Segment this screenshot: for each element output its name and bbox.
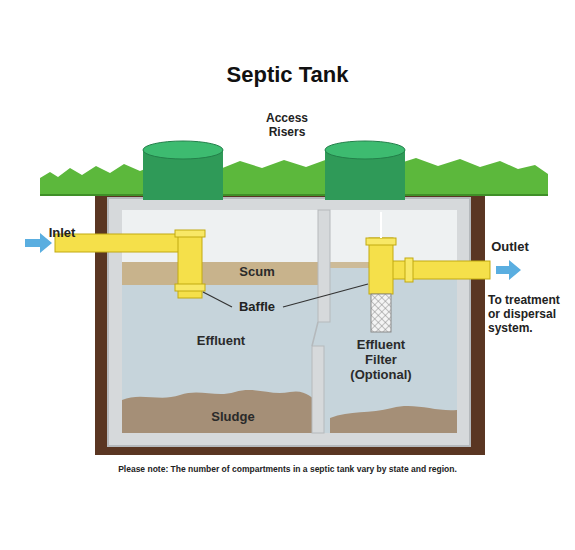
divider-wall: [318, 210, 330, 322]
tank-compartment: Effluent Filter (Optional): [330, 210, 457, 433]
compartment-label: Scum: [227, 265, 287, 280]
compartment-label: Sludge: [198, 410, 268, 425]
compartment-label: Effluent: [181, 334, 261, 349]
riser-lid: [143, 141, 223, 159]
inflow-arrow: [25, 233, 52, 253]
pipe-collar: [366, 238, 396, 245]
soil: [95, 185, 485, 455]
outlet-pipe: [380, 261, 490, 279]
grass: [40, 158, 548, 195]
leader-line: [283, 284, 368, 307]
outlet-baffle: [369, 238, 393, 294]
part-label: Baffle: [239, 300, 275, 315]
leader-line: [203, 292, 232, 307]
riser-lid: [325, 141, 405, 159]
sludge-layer: [330, 406, 457, 433]
note-label: To treatment or dispersal system.: [488, 294, 572, 335]
title: Septic Tank: [0, 62, 575, 87]
pipe-collar: [175, 284, 205, 291]
filter-handle: [380, 212, 382, 238]
tank-liquid: [122, 262, 457, 433]
outflow-arrow: [496, 260, 521, 280]
pipe-collar: [405, 258, 413, 282]
flow-label: Outlet: [475, 240, 545, 255]
compartment-label: Effluent Filter (Optional): [342, 338, 420, 383]
sludge-layer: [122, 390, 318, 433]
part-label: Access Risers: [252, 112, 322, 140]
flow-label: Inlet: [32, 226, 92, 241]
tank-compartment: ScumEffluentSludge: [122, 210, 318, 433]
divider-wall: [312, 346, 324, 433]
effluent-filter: [371, 294, 391, 332]
pipe-collar: [175, 230, 205, 237]
caption-note: Please note: The number of compartments …: [0, 465, 575, 475]
grass-edge: [40, 194, 548, 196]
scum-layer: [122, 262, 318, 285]
divider-opening: [312, 322, 318, 346]
